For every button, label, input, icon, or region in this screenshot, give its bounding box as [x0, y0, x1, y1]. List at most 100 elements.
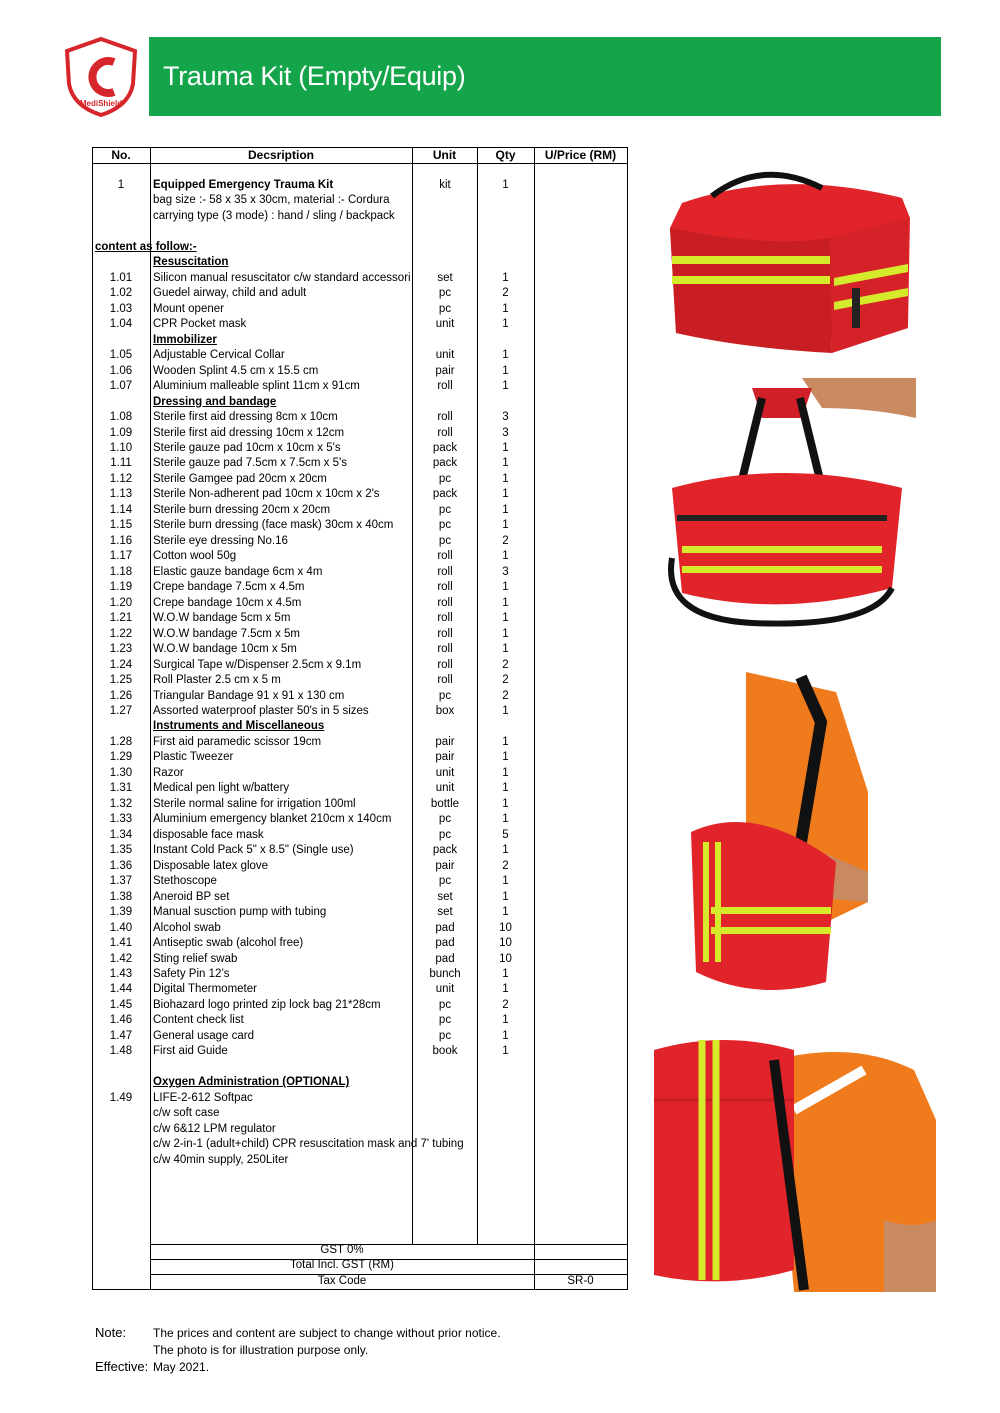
- item-unit: pc: [438, 875, 452, 888]
- item-no: 1.32: [109, 797, 133, 810]
- item-description: Sterile normal saline for irrigation 100…: [153, 797, 356, 810]
- item-qty: 1: [502, 735, 509, 748]
- table-row: Instruments and Miscellaneous: [92, 719, 628, 735]
- item-qty: 10: [499, 952, 512, 965]
- item-no: 1.17: [109, 550, 133, 563]
- item-qty: 1: [502, 906, 509, 919]
- item-qty: 2: [502, 998, 509, 1011]
- item-description: Plastic Tweezer: [153, 751, 234, 764]
- item-description: Sterile gauze pad 10cm x 10cm x 5's: [153, 441, 341, 454]
- item-qty: 3: [502, 565, 509, 578]
- note-line-1: The prices and content are subject to ch…: [153, 1326, 501, 1340]
- section-heading: Dressing and bandage: [153, 395, 277, 408]
- item-description: Crepe bandage 7.5cm x 4.5m: [153, 581, 305, 594]
- item-no: 1.14: [109, 503, 133, 516]
- item-no: 1.08: [109, 411, 133, 424]
- item-no: 1.28: [109, 735, 133, 748]
- item-unit: roll: [437, 565, 453, 578]
- item-unit: roll: [437, 674, 453, 687]
- bag-photo-front: [652, 158, 920, 364]
- item-qty: 1: [502, 1045, 509, 1058]
- table-row: Resuscitation: [92, 255, 628, 271]
- item-no: 1.19: [109, 581, 133, 594]
- item-no: 1.03: [109, 302, 133, 315]
- item-qty: 3: [502, 426, 509, 439]
- item-qty: 1: [502, 349, 509, 362]
- item-unit: roll: [437, 658, 453, 671]
- item-no: 1.16: [109, 534, 133, 547]
- item-description: Silicon manual resuscitator c/w standard…: [153, 271, 411, 284]
- item-description: Elastic gauze bandage 6cm x 4m: [153, 565, 323, 578]
- item-no: 1.26: [109, 689, 133, 702]
- item-unit: roll: [437, 550, 453, 563]
- medishield-logo: MediShield: [64, 36, 138, 118]
- table-row: Immobilizer: [92, 333, 628, 349]
- item-no: 1: [117, 179, 125, 191]
- item-description: W.O.W bandage 10cm x 5m: [153, 643, 297, 656]
- item-qty: 2: [502, 674, 509, 687]
- item-unit: roll: [437, 426, 453, 439]
- item-description: bag size :- 58 x 35 x 30cm, material :- …: [153, 194, 390, 207]
- item-unit: pair: [435, 364, 455, 377]
- item-description: Mount opener: [153, 302, 224, 315]
- item-qty: 1: [502, 318, 509, 331]
- total-label: Total Incl. GST (RM): [290, 1259, 394, 1271]
- item-unit: pc: [438, 828, 452, 841]
- item-qty: 2: [502, 287, 509, 300]
- header-qty: Qty: [495, 148, 516, 162]
- table-row: c/w soft case: [92, 1106, 628, 1122]
- item-no: 1.35: [109, 844, 133, 857]
- table-row: c/w 2-in-1 (adult+child) CPR resuscitati…: [92, 1137, 628, 1153]
- item-unit: unit: [435, 349, 455, 362]
- item-unit: kit: [439, 179, 451, 191]
- item-qty: 1: [502, 380, 509, 393]
- item-qty: 1: [502, 581, 509, 594]
- item-no: 1.24: [109, 658, 133, 671]
- item-description: W.O.W bandage 5cm x 5m: [153, 612, 291, 625]
- effective-label: Effective:: [95, 1359, 149, 1374]
- tax-code-label: Tax Code: [317, 1275, 367, 1287]
- item-unit: pc: [438, 519, 452, 532]
- item-unit: pair: [435, 735, 455, 748]
- item-qty: 10: [499, 937, 512, 950]
- item-no: 1.30: [109, 766, 133, 779]
- item-qty: 3: [502, 411, 509, 424]
- item-unit: pack: [432, 441, 458, 454]
- item-no: 1.33: [109, 813, 133, 826]
- item-unit: roll: [437, 581, 453, 594]
- item-no: 1.45: [109, 998, 133, 1011]
- item-description: First aid Guide: [153, 1045, 228, 1058]
- table-row: 1.19 Crepe bandage 7.5cm x 4.5m roll 1: [92, 580, 628, 596]
- item-qty: 1: [502, 1029, 509, 1042]
- note-line-2: The photo is for illustration purpose on…: [153, 1343, 369, 1357]
- item-no: 1.31: [109, 782, 133, 795]
- table-row: 1.32 Sterile normal saline for irrigation…: [92, 797, 628, 813]
- item-unit: bunch: [429, 967, 461, 980]
- item-no: 1.12: [109, 472, 133, 485]
- item-no: 1.46: [109, 1014, 133, 1027]
- item-unit: pc: [438, 534, 452, 547]
- header-unit: Unit: [432, 148, 457, 162]
- item-unit: set: [437, 906, 453, 919]
- item-no: 1.20: [109, 596, 133, 609]
- item-unit: pc: [438, 472, 452, 485]
- item-description: Assorted waterproof plaster 50's in 5 si…: [153, 704, 369, 717]
- item-qty: 1: [502, 364, 509, 377]
